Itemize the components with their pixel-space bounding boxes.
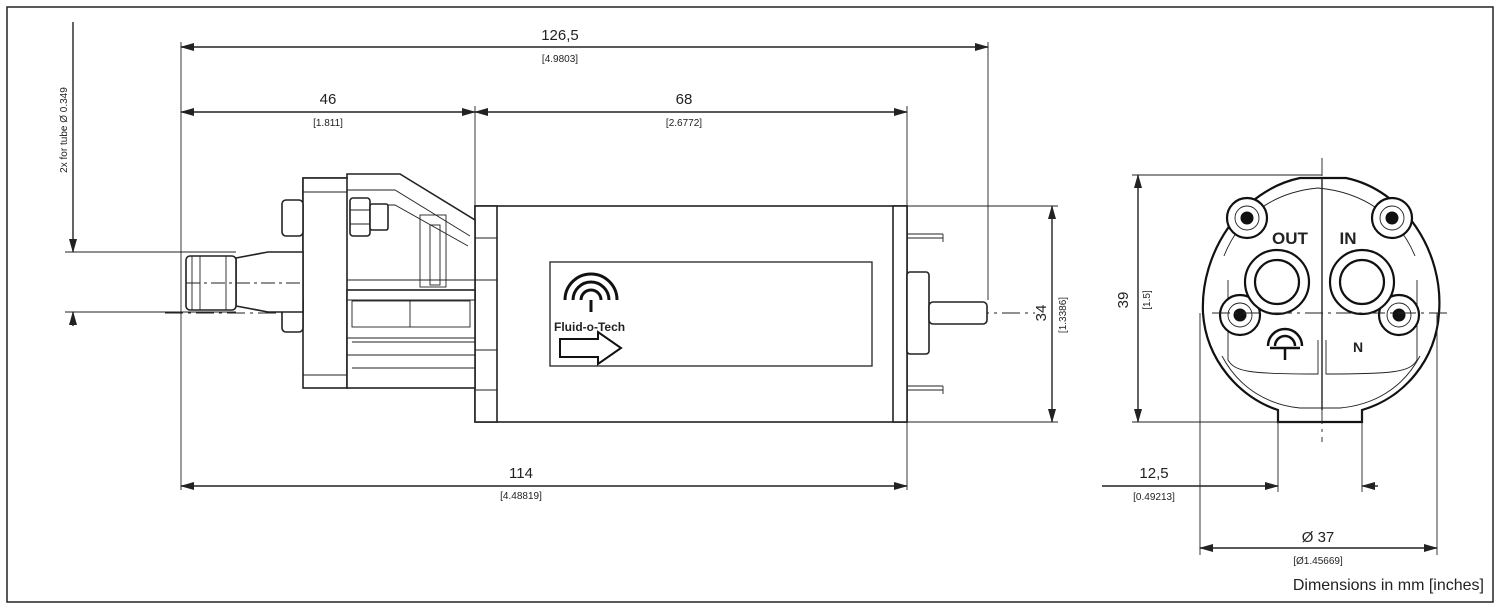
dim-motor-mm: 68 bbox=[676, 91, 693, 108]
footer-note: Dimensions in mm [inches] bbox=[1293, 577, 1484, 594]
tube-fitting bbox=[185, 251, 304, 313]
dim-body-in: [4.48819] bbox=[500, 491, 542, 502]
screw-top-left bbox=[1225, 196, 1269, 240]
port-out bbox=[1243, 248, 1311, 316]
dim-end-height-in: [1.5] bbox=[1142, 290, 1153, 310]
end-view-outline bbox=[1201, 176, 1441, 424]
brand-label: Fluid-o-Tech bbox=[554, 320, 625, 334]
dim-diameter-in: [1.3386] bbox=[1058, 297, 1069, 333]
screw-top-right bbox=[1370, 196, 1414, 240]
port-in bbox=[1328, 248, 1396, 316]
dim-overall-in: [4.9803] bbox=[542, 54, 578, 65]
dim-body-mm: 114 bbox=[509, 465, 533, 482]
dim-overall-mm: 126,5 bbox=[541, 27, 579, 44]
port-out-label: OUT bbox=[1272, 229, 1309, 248]
dim-motor-in: [2.6772] bbox=[666, 118, 702, 129]
dim-end-height-mm: 39 bbox=[1115, 292, 1132, 309]
drawing-frame bbox=[6, 6, 1494, 603]
dim-diameter-mm: 34 bbox=[1033, 305, 1050, 322]
port-in-label: IN bbox=[1340, 229, 1357, 248]
dim-head-in: [1.811] bbox=[313, 118, 343, 129]
end-view: OUT IN N 39 [1.5] 12,5 [0.49213] Ø 37 [Ø… bbox=[1102, 158, 1450, 567]
pump-head bbox=[281, 173, 476, 389]
fluid-o-tech-logo: Fluid-o-Tech bbox=[554, 272, 625, 334]
dim-end-diameter-mm: Ø 37 bbox=[1302, 529, 1335, 546]
motor-shaft bbox=[928, 301, 988, 325]
dim-port-spacing-in: [0.49213] bbox=[1133, 492, 1175, 503]
side-view: Fluid-o-Tech bbox=[59, 22, 1069, 502]
tube-note: 2x for tube Ø 0.349 bbox=[59, 87, 70, 173]
pump-logo-icon bbox=[1266, 327, 1304, 360]
flow-arrow-icon bbox=[559, 330, 623, 366]
screw-bottom-left bbox=[1218, 293, 1262, 337]
motor-rear-boss bbox=[906, 271, 930, 355]
label-plate bbox=[549, 261, 873, 367]
dim-port-spacing-mm: 12,5 bbox=[1139, 465, 1168, 482]
screw-bottom-right bbox=[1377, 293, 1421, 337]
mark-n-label: N bbox=[1353, 339, 1363, 355]
dim-head-mm: 46 bbox=[320, 91, 337, 108]
dim-end-diameter-in: [Ø1.45669] bbox=[1293, 556, 1343, 567]
motor-rear-cap bbox=[892, 205, 908, 423]
